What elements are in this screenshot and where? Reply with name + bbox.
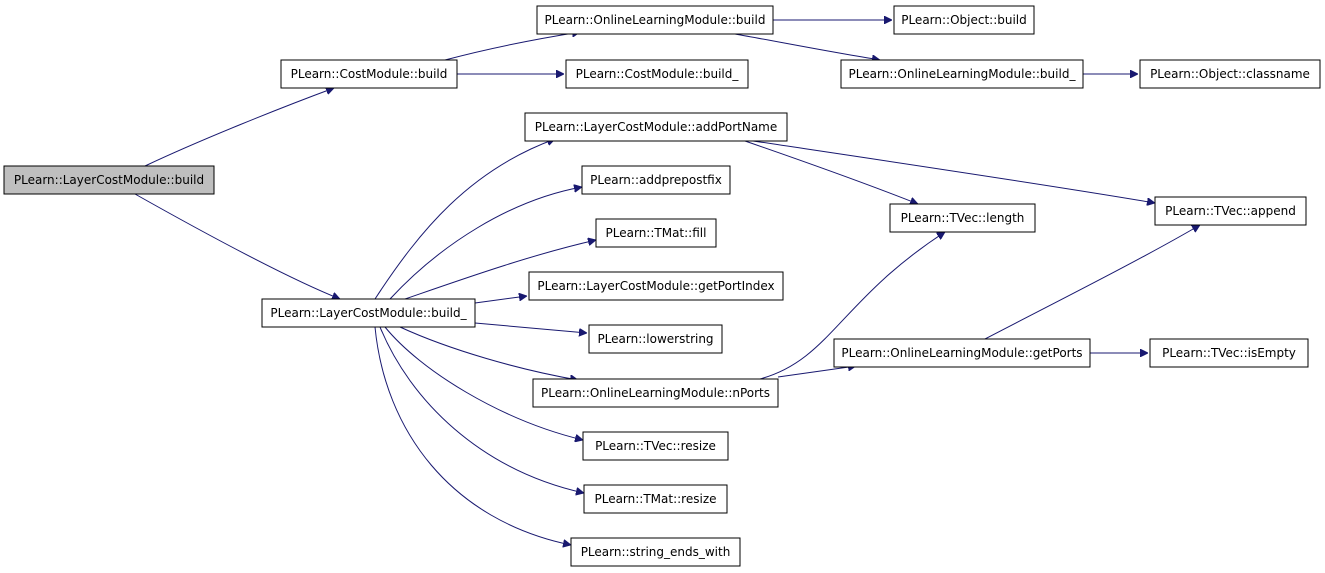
node-label: PLearn::LayerCostModule::addPortName [535,120,778,134]
node-label: PLearn::OnlineLearningModule::build [545,13,766,27]
node-isempty[interactable]: PLearn::TVec::isEmpty [1149,338,1309,368]
node-box [582,431,729,461]
node-box [581,165,731,195]
node-label: PLearn::TVec::resize [595,439,716,453]
node-nports[interactable]: PLearn::OnlineLearningModule::nPorts [532,378,779,408]
node-box [570,537,741,567]
node-lcmbuild_[interactable]: PLearn::LayerCostModule::build_ [261,298,476,328]
edge-olmbuild-to-olmbuild_ [734,33,880,60]
nodes-layer: PLearn::LayerCostModule::build PLearn::Co… [3,5,1321,567]
node-addport[interactable]: PLearn::LayerCostModule::addPortName [524,112,788,142]
edge-lcmbuild_-to-getportindex [474,296,527,304]
edge-lcmbuild_-to-tvecresize [384,326,583,440]
node-label: PLearn::OnlineLearningModule::getPorts [841,346,1082,360]
node-box [840,59,1084,89]
node-box [3,165,215,195]
node-root[interactable]: PLearn::LayerCostModule::build [3,165,215,195]
node-append[interactable]: PLearn::TVec::append [1154,196,1307,226]
node-box [1154,196,1307,226]
edge-root-to-costbuild [144,88,334,167]
edge-lcmbuild_-to-addport [374,139,555,300]
node-box [595,218,717,248]
node-costbuild_[interactable]: PLearn::CostModule::build_ [565,59,749,89]
edge-getports-to-append [984,225,1200,340]
node-addprepost[interactable]: PLearn::addprepostfix [581,165,731,195]
node-box [524,112,788,142]
node-label: PLearn::TVec::append [1165,204,1296,218]
node-box [565,59,749,89]
node-strends[interactable]: PLearn::string_ends_with [570,537,741,567]
node-label: PLearn::OnlineLearningModule::nPorts [541,386,770,400]
node-label: PLearn::TVec::isEmpty [1162,346,1296,360]
node-label: PLearn::LayerCostModule::getPortIndex [537,279,774,293]
node-olmbuild_[interactable]: PLearn::OnlineLearningModule::build_ [840,59,1084,89]
node-lower[interactable]: PLearn::lowerstring [588,324,723,354]
node-label: PLearn::OnlineLearningModule::build_ [849,67,1077,81]
node-tmatresize[interactable]: PLearn::TMat::resize [583,484,728,514]
node-box [536,5,774,35]
node-label: PLearn::LayerCostModule::build_ [270,306,467,320]
node-length[interactable]: PLearn::TVec::length [889,203,1036,233]
node-label: PLearn::CostModule::build [291,67,448,81]
node-getportindex[interactable]: PLearn::LayerCostModule::getPortIndex [528,271,784,301]
node-box [889,203,1036,233]
node-box [833,338,1091,368]
node-box [1149,338,1309,368]
node-label: PLearn::CostModule::build_ [576,67,740,81]
edge-lcmbuild_-to-tmatresize [379,326,584,493]
node-label: PLearn::Object::build [901,13,1027,27]
edge-lcmbuild_-to-fill [404,240,596,300]
node-label: PLearn::Object::classname [1150,67,1310,81]
node-box [583,484,728,514]
node-olmbuild[interactable]: PLearn::OnlineLearningModule::build [536,5,774,35]
edge-addport-to-append [739,138,1155,203]
node-label: PLearn::TVec::length [901,211,1025,225]
edge-costbuild-to-olmbuild [444,32,580,61]
node-tvecresize[interactable]: PLearn::TVec::resize [582,431,729,461]
node-label: PLearn::addprepostfix [590,173,722,187]
node-box [261,298,476,328]
edge-lcmbuild_-to-lower [474,322,587,333]
node-classname[interactable]: PLearn::Object::classname [1139,59,1321,89]
node-fill[interactable]: PLearn::TMat::fill [595,218,717,248]
node-costbuild[interactable]: PLearn::CostModule::build [280,59,458,89]
node-label: PLearn::string_ends_with [581,545,731,559]
edges-layer [134,20,1200,545]
edge-lcmbuild_-to-addprepost [389,187,582,300]
node-getports[interactable]: PLearn::OnlineLearningModule::getPorts [833,338,1091,368]
node-box [532,378,779,408]
edge-nports-to-getports [777,366,856,378]
node-box [528,271,784,301]
node-label: PLearn::TMat::resize [594,492,716,506]
edge-lcmbuild_-to-strends [374,326,571,545]
node-objbuild[interactable]: PLearn::Object::build [893,5,1035,35]
node-box [893,5,1035,35]
edge-nports-to-length [759,232,945,380]
node-label: PLearn::lowerstring [597,332,713,346]
node-box [588,324,723,354]
edge-root-to-lcmbuild_ [134,193,340,299]
node-label: PLearn::LayerCostModule::build [14,173,204,187]
node-label: PLearn::TMat::fill [606,226,707,240]
node-box [280,59,458,89]
edge-addport-to-length [744,140,918,204]
edge-lcmbuild_-to-nports [399,326,578,380]
node-box [1139,59,1321,89]
